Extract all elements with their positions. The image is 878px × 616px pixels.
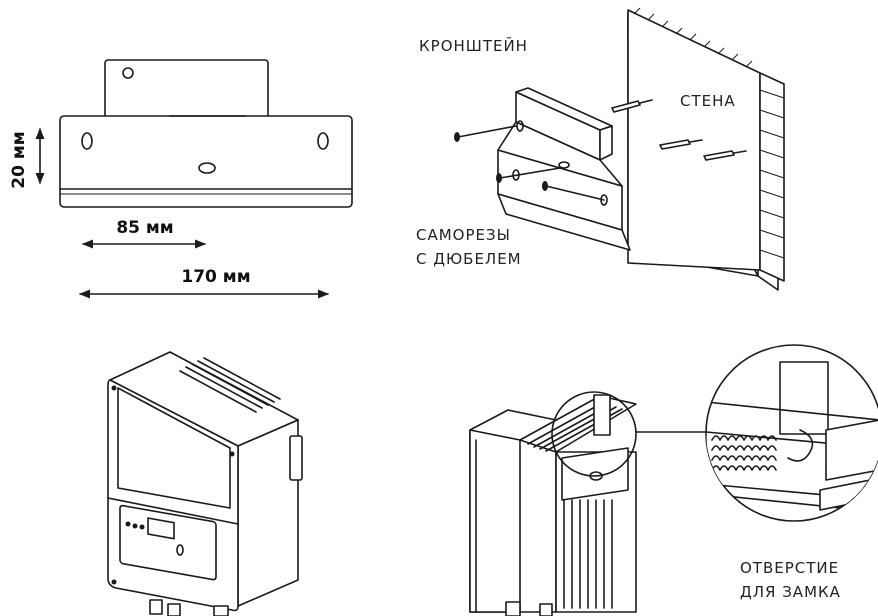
dimension-half-width-label: 85 мм bbox=[116, 218, 173, 238]
screw-2 bbox=[496, 167, 561, 183]
dimension-full-width-label: 170 мм bbox=[181, 267, 250, 287]
anchor-2 bbox=[659, 139, 703, 150]
label-wall: СТЕНА bbox=[680, 92, 736, 110]
inverter-side bbox=[469, 391, 707, 616]
dimension-height-label: 20 мм bbox=[9, 131, 29, 188]
label-lock-line1: ОТВЕРСТИЕ bbox=[740, 559, 839, 577]
zoom-fins bbox=[711, 435, 777, 471]
anchor-1 bbox=[611, 99, 653, 113]
wall-hatching bbox=[633, 7, 785, 259]
inverter-front bbox=[107, 351, 303, 616]
screws bbox=[454, 99, 747, 201]
screw-1 bbox=[454, 125, 517, 142]
bracket-front-view bbox=[59, 59, 353, 208]
lock-hole-ring bbox=[787, 429, 814, 462]
label-lock-line2: ДЛЯ ЗАМКА bbox=[740, 583, 841, 601]
zoom-source-circle bbox=[551, 391, 637, 477]
wall bbox=[627, 7, 785, 291]
label-screws-line1: САМОРЕЗЫ bbox=[416, 226, 511, 244]
screw-3 bbox=[542, 181, 605, 201]
anchor-3 bbox=[703, 150, 747, 161]
label-screws-line2: С ДЮБЕЛЕМ bbox=[416, 250, 522, 268]
dimension-height: 20 мм bbox=[9, 127, 45, 189]
dimension-full-width: 170 мм bbox=[78, 267, 330, 299]
led-1 bbox=[125, 521, 131, 527]
led-2 bbox=[132, 523, 138, 529]
label-bracket: КРОНШТЕЙН bbox=[419, 36, 528, 55]
bracket-3d bbox=[497, 87, 631, 251]
dimension-half-width: 85 мм bbox=[81, 218, 207, 249]
zoom-detail bbox=[705, 344, 878, 522]
side-fins-vertical bbox=[563, 499, 613, 609]
heatsink-fins bbox=[179, 357, 281, 413]
led-3 bbox=[139, 524, 145, 530]
